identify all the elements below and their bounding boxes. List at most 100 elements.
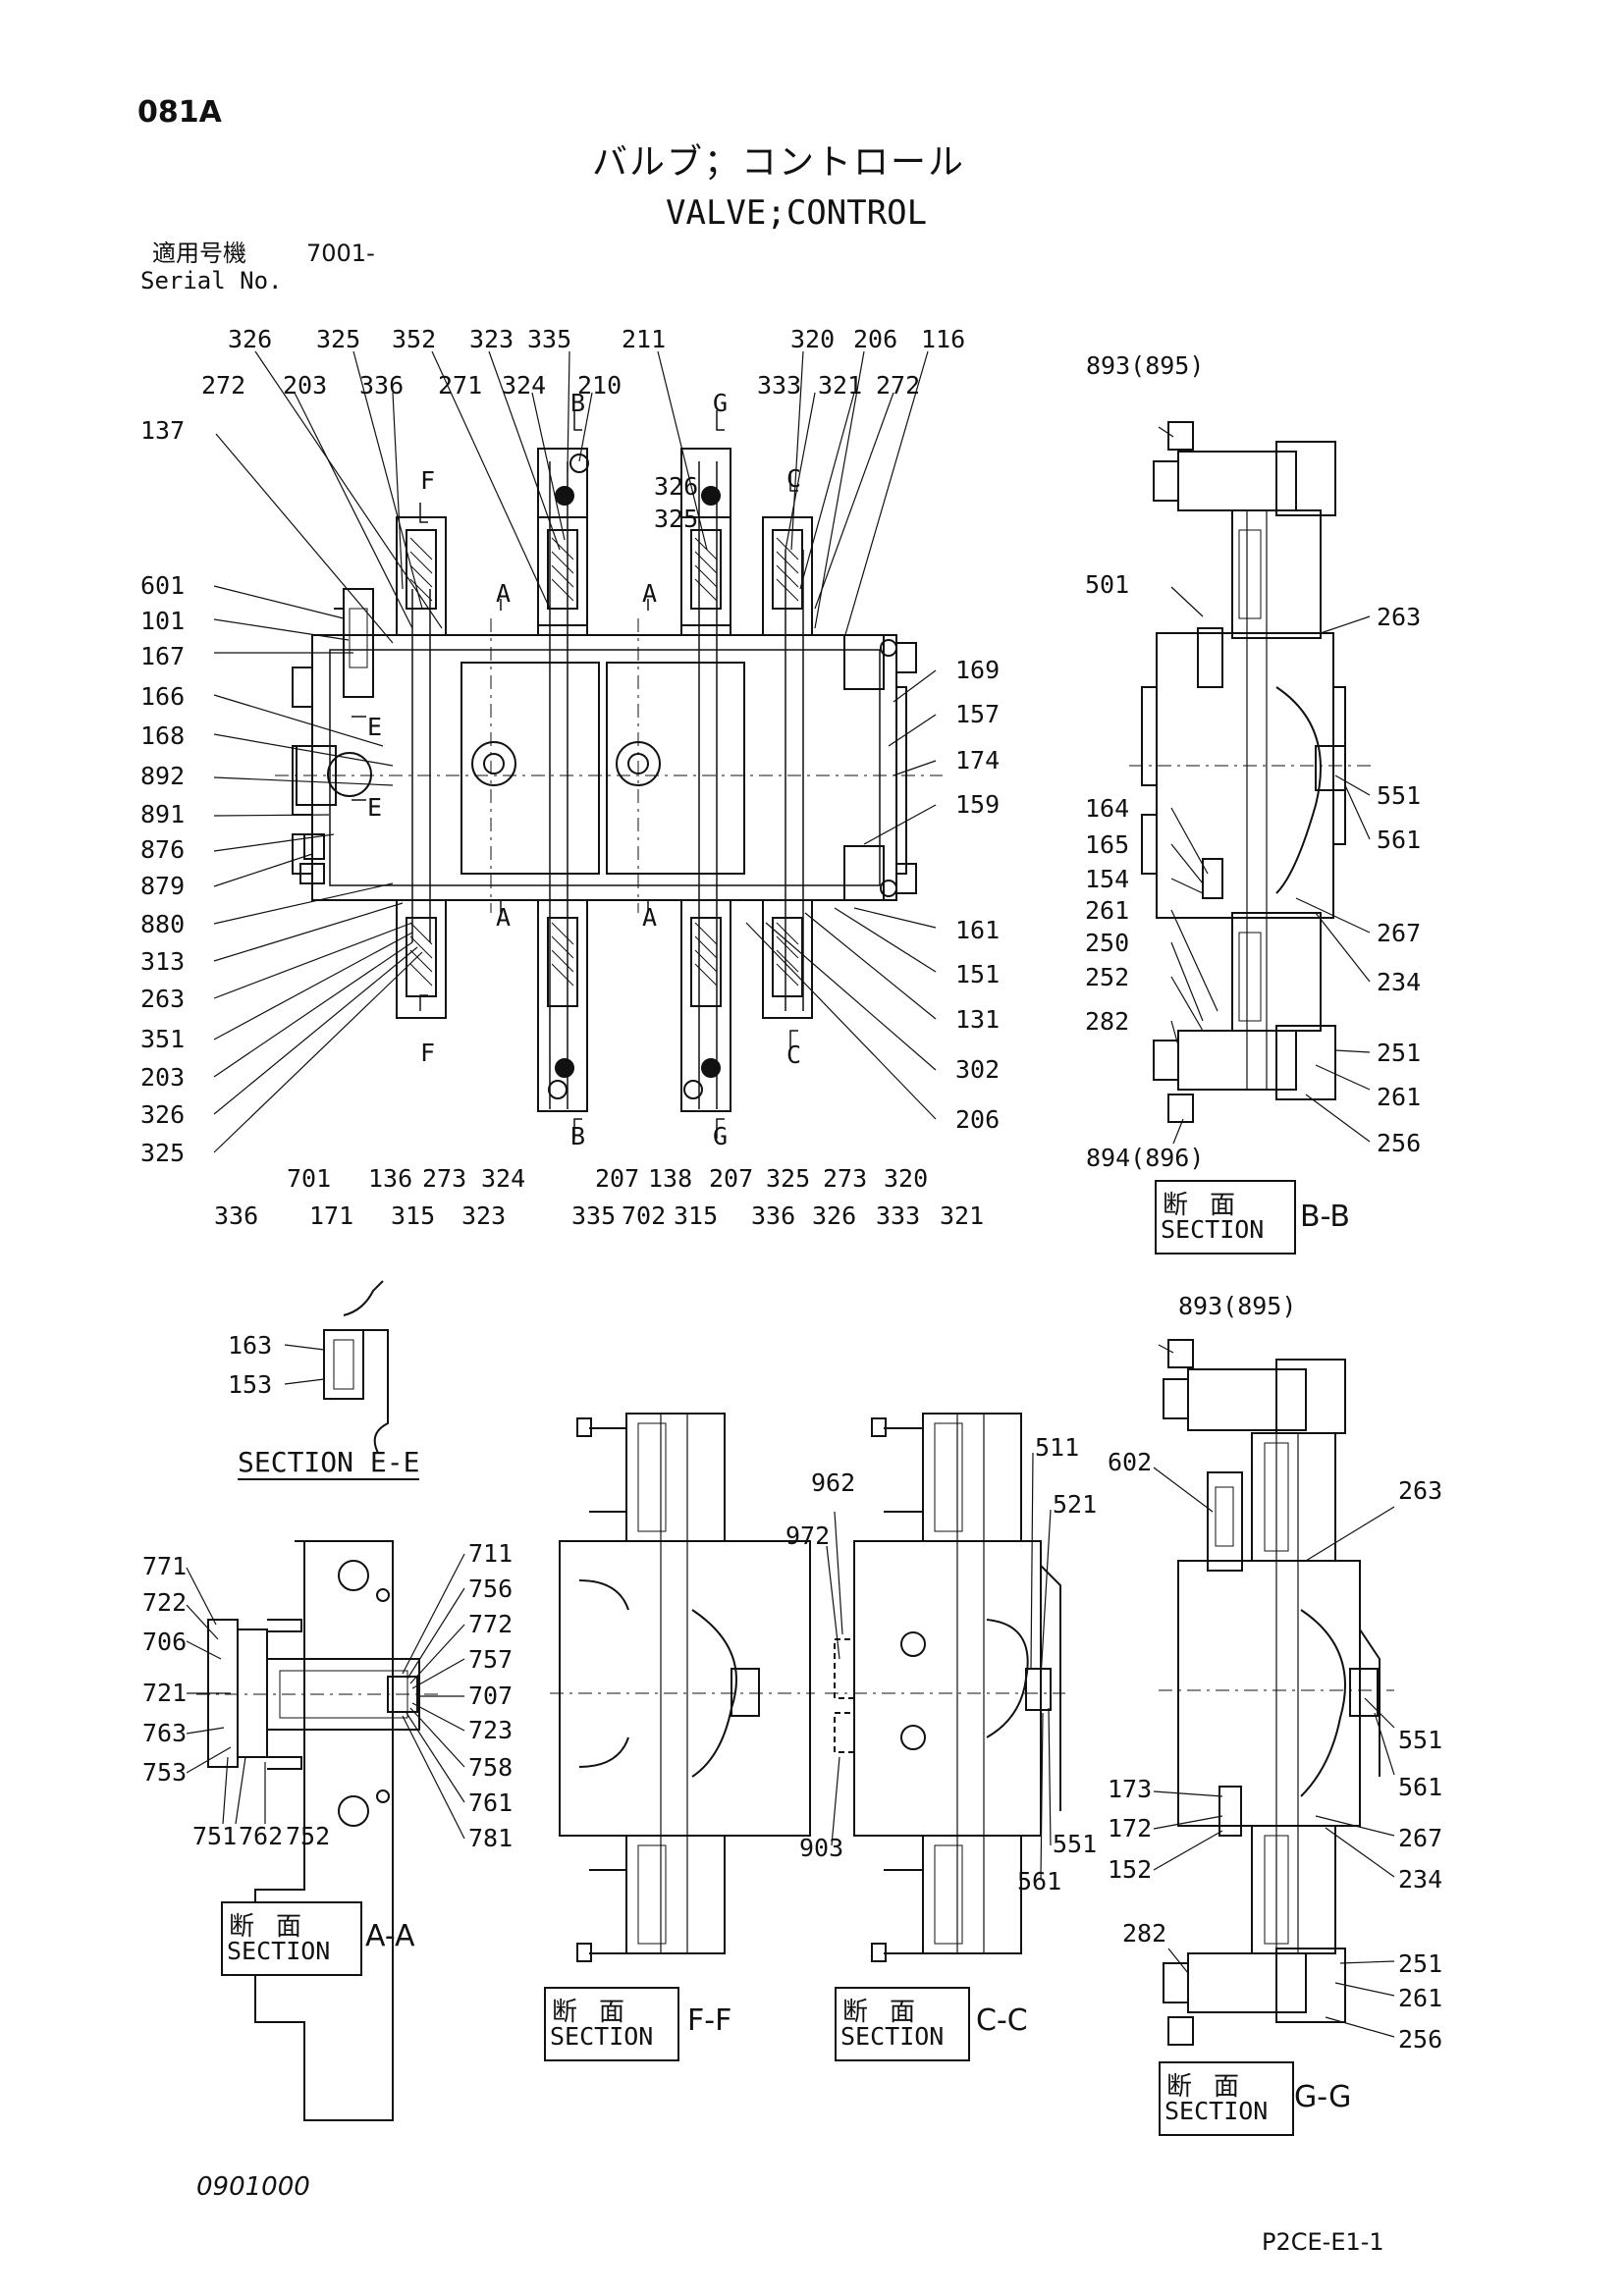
part-label: 315 — [391, 1201, 436, 1230]
part-label: 335 — [571, 1201, 617, 1230]
part-label: 351 — [140, 1025, 186, 1053]
part-label: 894(896) — [1086, 1144, 1205, 1172]
section-aa-drawing — [196, 1540, 442, 2121]
part-label: 721 — [142, 1679, 188, 1707]
section-ee-title: SECTION E-E — [238, 1446, 420, 1480]
part-label: 166 — [140, 682, 186, 711]
part-label: 323 — [461, 1201, 507, 1230]
section-jp-label: 断面 — [1166, 2072, 1262, 2102]
part-label: 879 — [140, 872, 186, 900]
sheet-code: P2CE-E1-1 — [1262, 2228, 1384, 2256]
part-label: 325 — [140, 1139, 186, 1167]
part-label: 161 — [955, 916, 1001, 944]
section-ff-drawing — [550, 1413, 815, 1962]
part-label: 903 — [799, 1834, 844, 1862]
page-code: 081A — [137, 95, 222, 130]
part-label: 165 — [1085, 830, 1130, 859]
part-label: 551 — [1053, 1830, 1098, 1858]
part-label: 164 — [1085, 794, 1130, 823]
part-label: 251 — [1398, 1949, 1443, 1978]
view-mark: B — [570, 389, 586, 417]
part-label: 893(895) — [1178, 1292, 1297, 1320]
part-label: 251 — [1377, 1039, 1422, 1067]
part-label: 762 — [239, 1822, 284, 1850]
title-english: VALVE;CONTROL — [666, 193, 928, 233]
part-label: 302 — [955, 1055, 1001, 1084]
part-label: 325 — [316, 325, 361, 353]
section-ee-drawing — [284, 1280, 389, 1454]
part-label: 169 — [955, 656, 1001, 684]
part-label: 250 — [1085, 929, 1130, 957]
part-label: 273 — [823, 1164, 868, 1193]
part-label: 173 — [1108, 1775, 1153, 1803]
part-label: 333 — [876, 1201, 921, 1230]
view-mark: E — [367, 793, 383, 822]
part-label: 706 — [142, 1628, 188, 1656]
section-en-label: SECTION — [840, 2022, 945, 2051]
part-label: 252 — [1085, 963, 1130, 991]
part-label: 880 — [140, 910, 186, 938]
view-mark: A — [496, 903, 512, 932]
serial-label-japanese: 適用号機 — [152, 240, 246, 267]
part-label: 256 — [1377, 1129, 1422, 1157]
section-id: G-G — [1294, 2080, 1352, 2114]
part-label: 207 — [595, 1164, 640, 1193]
part-label: 561 — [1398, 1773, 1443, 1801]
part-label: 203 — [283, 371, 328, 400]
part-label: 324 — [502, 371, 547, 400]
part-label: 153 — [228, 1370, 273, 1399]
part-label: 972 — [785, 1522, 831, 1550]
section-ff-title: 断面 SECTION — [544, 1987, 679, 2061]
part-label: 207 — [709, 1164, 754, 1193]
part-label: 336 — [214, 1201, 259, 1230]
section-jp-label: 断面 — [842, 1998, 938, 2027]
part-label: 326 — [812, 1201, 857, 1230]
part-label: 335 — [527, 325, 572, 353]
section-cc-drawing — [825, 1413, 1065, 1962]
part-label: 511 — [1035, 1433, 1080, 1462]
main-valve-assembly — [275, 410, 943, 1139]
section-aa-title: 断面 SECTION — [221, 1901, 362, 1976]
part-label: 324 — [481, 1164, 526, 1193]
part-label: 326 — [654, 472, 699, 501]
part-label: 333 — [757, 371, 802, 400]
part-label: 271 — [438, 371, 483, 400]
part-label: 551 — [1398, 1726, 1443, 1754]
part-label: 320 — [790, 325, 836, 353]
part-label: 320 — [884, 1164, 929, 1193]
part-label: 136 — [368, 1164, 413, 1193]
part-label: 501 — [1085, 570, 1130, 599]
section-gg-title: 断面 SECTION — [1159, 2061, 1294, 2136]
section-jp-label: 断面 — [552, 1998, 647, 2027]
view-mark: C — [786, 1041, 802, 1069]
section-en-label: SECTION — [1164, 2097, 1269, 2125]
serial-value: 7001- — [306, 240, 375, 267]
part-label: 131 — [955, 1005, 1001, 1034]
leader-lines — [213, 350, 937, 1153]
part-label: 210 — [577, 371, 623, 400]
part-label: 152 — [1108, 1855, 1153, 1884]
part-label: 234 — [1398, 1865, 1443, 1894]
part-label: 757 — [468, 1645, 514, 1674]
part-label: 263 — [140, 985, 186, 1013]
part-label: 263 — [1377, 603, 1422, 631]
view-mark: A — [642, 903, 658, 932]
part-label: 602 — [1108, 1448, 1153, 1476]
part-label: 116 — [921, 325, 966, 353]
part-label: 707 — [468, 1682, 514, 1710]
part-label: 551 — [1377, 781, 1422, 810]
part-label: 722 — [142, 1588, 188, 1617]
part-label: 336 — [359, 371, 405, 400]
part-label: 772 — [468, 1610, 514, 1638]
part-label: 282 — [1122, 1919, 1167, 1948]
section-bb-title: 断面 SECTION — [1155, 1180, 1296, 1255]
part-label: 263 — [1398, 1476, 1443, 1505]
part-label: 273 — [422, 1164, 467, 1193]
part-label: 272 — [876, 371, 921, 400]
section-id: B-B — [1300, 1200, 1350, 1234]
view-mark: B — [570, 1122, 586, 1150]
part-label: 282 — [1085, 1007, 1130, 1036]
part-label: 101 — [140, 607, 186, 635]
part-label: 756 — [468, 1575, 514, 1603]
